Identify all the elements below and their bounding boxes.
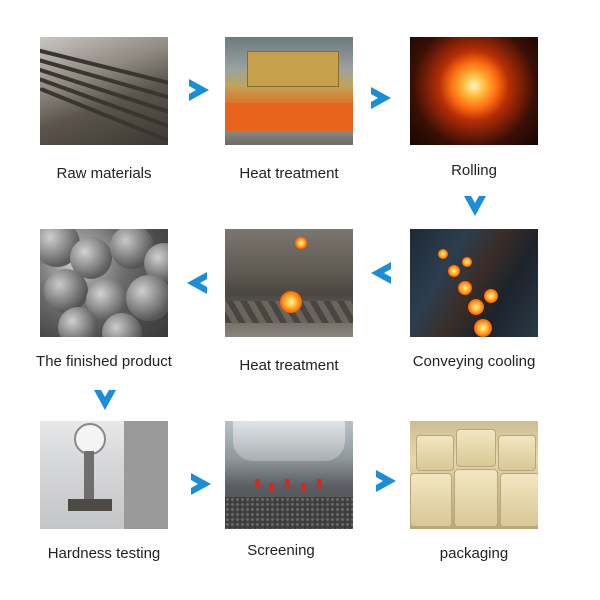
packaging-photo: [410, 421, 538, 529]
raw-materials-photo: [40, 37, 168, 145]
screening-label: Screening: [247, 542, 315, 559]
arrow-left-icon: [371, 262, 391, 284]
heat-treatment-1-photo: [225, 37, 353, 145]
finished-product-label: The finished product: [36, 353, 172, 370]
heat-treatment-2-photo: [225, 229, 353, 337]
arrow-right-icon: [376, 470, 396, 492]
arrow-down-icon: [94, 390, 116, 410]
packaging-label: packaging: [439, 545, 509, 562]
arrow-right-icon: [191, 473, 211, 495]
screening-photo: [225, 421, 353, 529]
heat-treatment-1-label: Heat treatment: [239, 165, 339, 182]
conveying-cooling-label: Conveying cooling: [412, 353, 536, 370]
arrow-right-icon: [371, 87, 391, 109]
finished-product-photo: [40, 229, 168, 337]
conveying-cooling-photo: [410, 229, 538, 337]
arrow-down-icon: [464, 196, 486, 216]
heat-treatment-2-label: Heat treatment: [239, 357, 339, 374]
hardness-testing-label: Hardness testing: [47, 545, 161, 562]
arrow-left-icon: [187, 272, 207, 294]
arrow-right-icon: [189, 79, 209, 101]
hardness-testing-photo: [40, 421, 168, 529]
rolling-photo: [410, 37, 538, 145]
raw-materials-label: Raw materials: [56, 165, 152, 182]
rolling-label: Rolling: [451, 162, 497, 179]
